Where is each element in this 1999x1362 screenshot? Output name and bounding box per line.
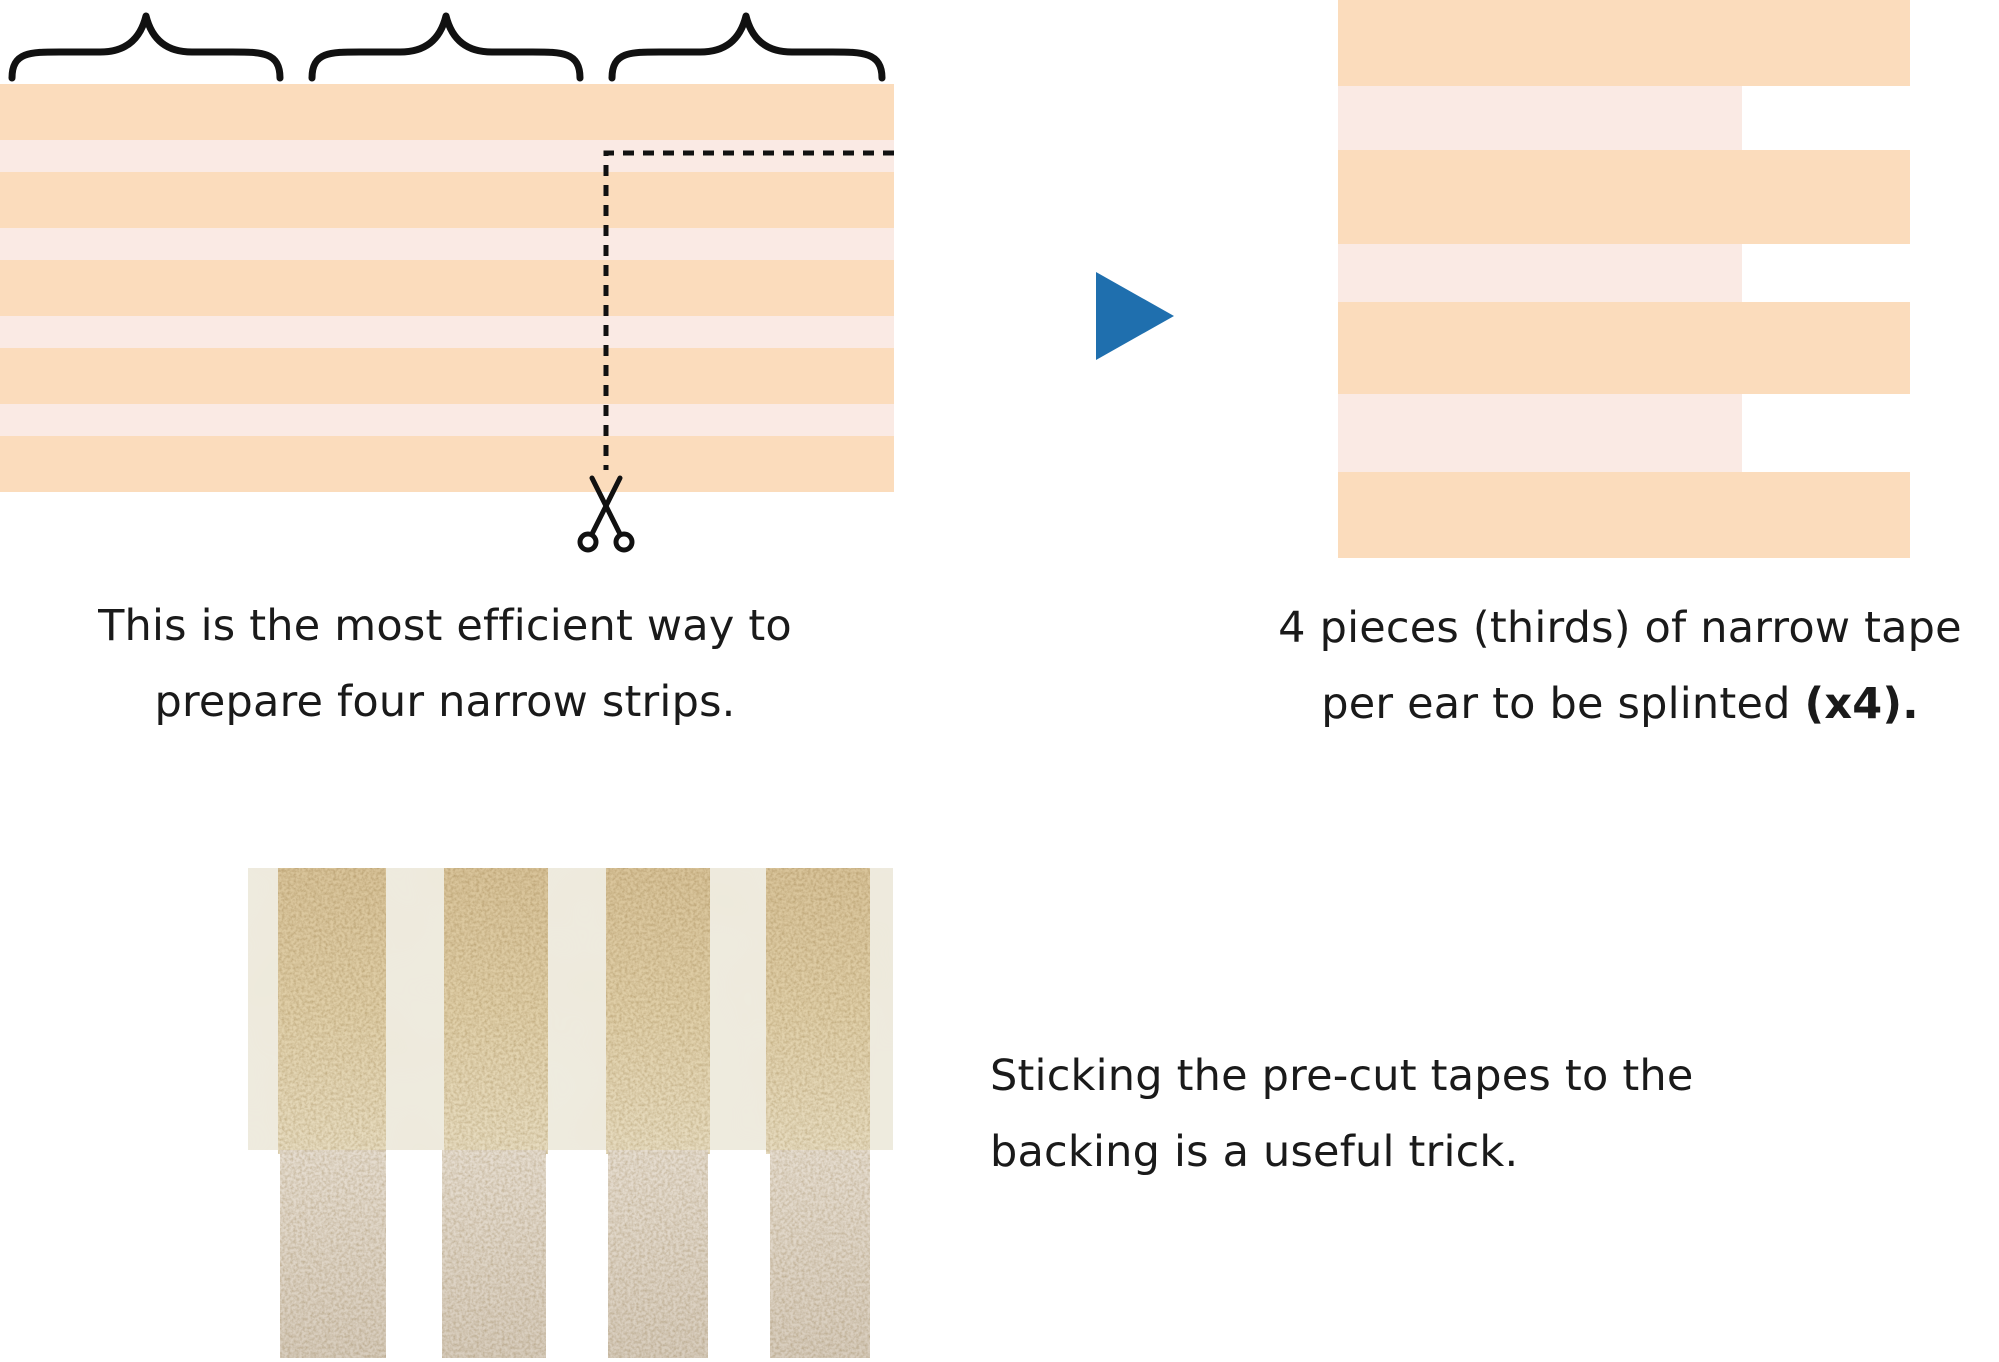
tape-piece bbox=[1338, 472, 1910, 558]
backing-gap bbox=[1338, 86, 1742, 150]
tape-strip bbox=[0, 172, 894, 228]
tape-piece bbox=[1338, 0, 1910, 86]
brace-icon bbox=[608, 12, 886, 82]
right-caption-count: (x4). bbox=[1804, 679, 1919, 729]
tape-strip bbox=[0, 84, 894, 140]
tape-strip-photo bbox=[278, 868, 386, 1154]
photo-caption-line-1: Sticking the pre-cut tapes to the bbox=[990, 1051, 1694, 1101]
tape-photo-svg bbox=[248, 868, 893, 1358]
tape-piece bbox=[1338, 302, 1910, 394]
backing-gap bbox=[0, 316, 894, 348]
left-caption-line-1: This is the most efficient way to bbox=[98, 601, 792, 651]
tape-strip-photo bbox=[444, 868, 548, 1154]
tape-tail-photo bbox=[608, 1150, 708, 1358]
backing-gap bbox=[1338, 394, 1742, 472]
backing-gap bbox=[0, 140, 894, 172]
right-arrow-icon bbox=[1096, 272, 1174, 360]
right-caption: 4 pieces (thirds) of narrow tape per ear… bbox=[1250, 590, 1990, 742]
scissors-icon bbox=[577, 475, 635, 553]
tape-tail-photo bbox=[770, 1150, 870, 1358]
brace-icon bbox=[308, 12, 584, 82]
photo-caption: Sticking the pre-cut tapes to the backin… bbox=[990, 1038, 1890, 1190]
left-caption: This is the most efficient way to prepar… bbox=[40, 588, 850, 740]
backing-gap bbox=[0, 404, 894, 436]
right-caption-line-2: per ear to be splinted (x4). bbox=[1250, 666, 1990, 742]
cut-pieces-svg bbox=[1338, 0, 1910, 558]
tape-sheet-svg bbox=[0, 12, 894, 553]
tape-strip-photo bbox=[766, 868, 870, 1154]
cut-line bbox=[603, 150, 894, 470]
left-caption-line-2: prepare four narrow strips. bbox=[154, 677, 736, 727]
photo-caption-line-2: backing is a useful trick. bbox=[990, 1127, 1519, 1177]
right-caption-line-1: 4 pieces (thirds) of narrow tape bbox=[1278, 603, 1962, 653]
tape-tail-photo bbox=[280, 1150, 386, 1358]
backing-gap bbox=[1338, 244, 1742, 302]
tape-strip bbox=[0, 260, 894, 316]
right-caption-line-2-text: per ear to be splinted bbox=[1321, 679, 1805, 729]
tape-strip bbox=[0, 436, 894, 492]
tape-tail-photo bbox=[442, 1150, 546, 1358]
tape-piece bbox=[1338, 150, 1910, 244]
brace-icon bbox=[8, 12, 284, 82]
tape-strip bbox=[0, 348, 894, 404]
backing-gap bbox=[0, 228, 894, 260]
tape-strip-photo bbox=[606, 868, 710, 1154]
